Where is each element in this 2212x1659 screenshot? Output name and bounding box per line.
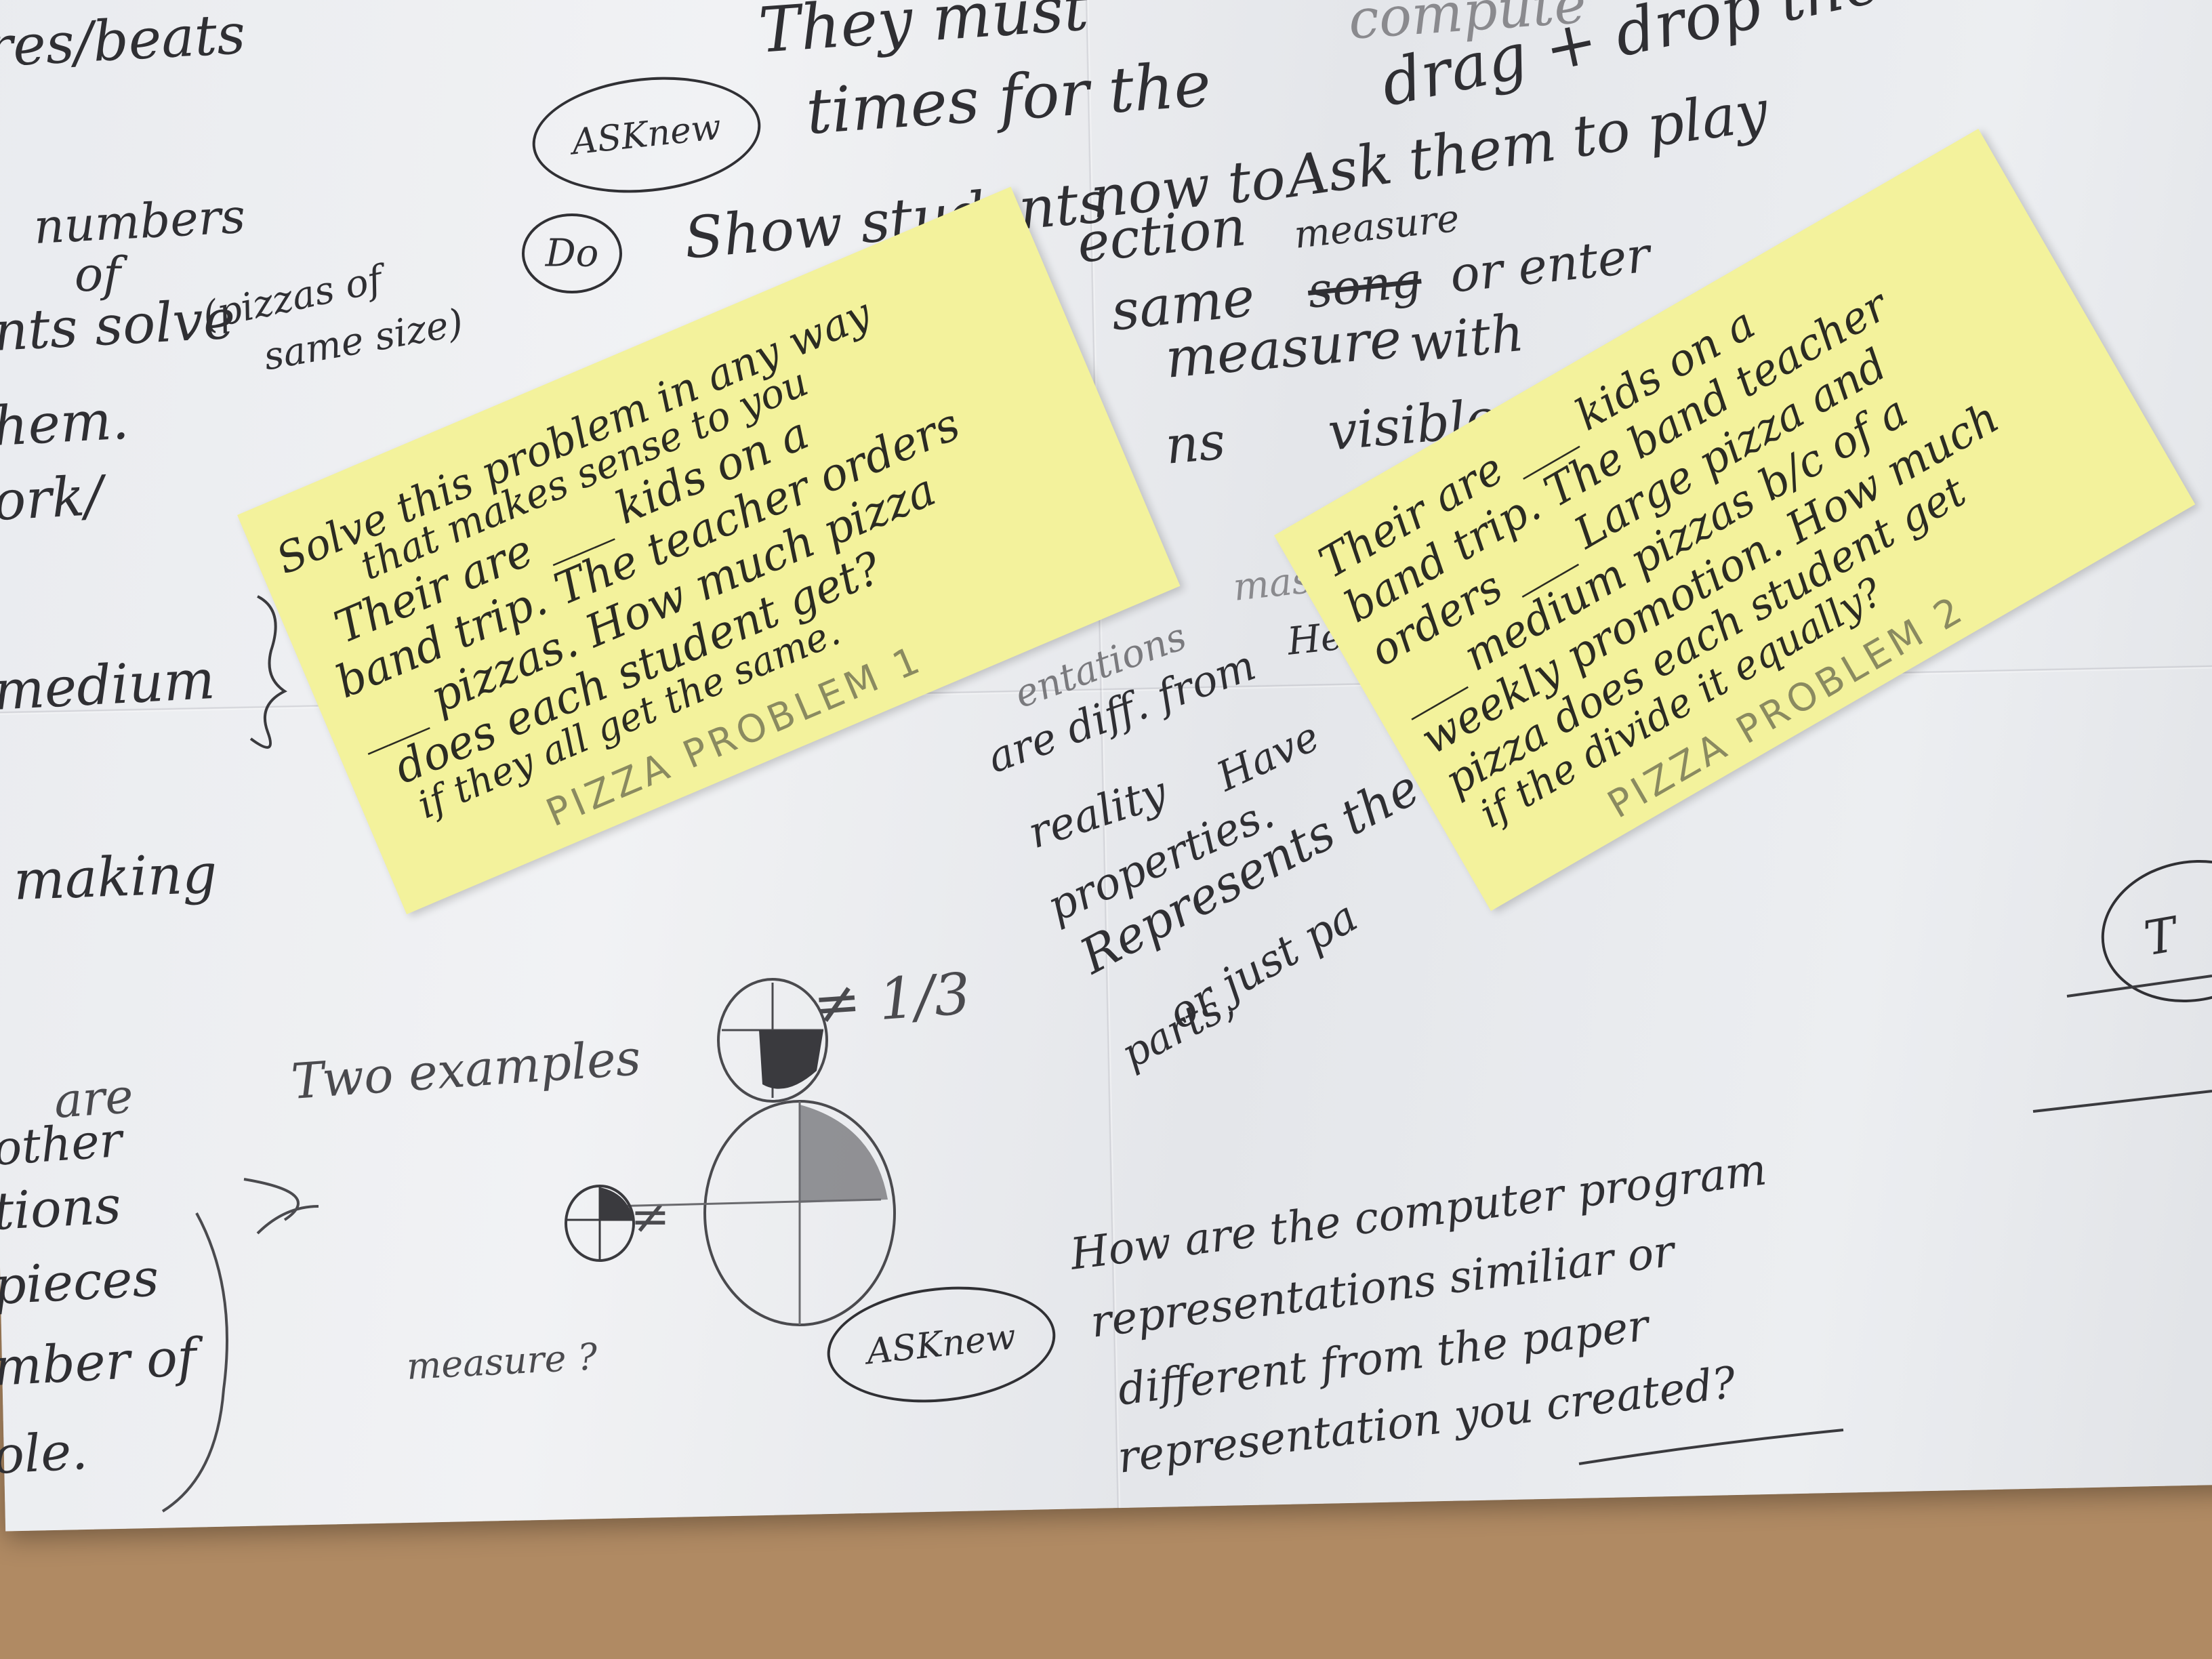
- shaded-piece: [759, 1030, 823, 1089]
- pen-line: [2032, 1090, 2212, 1113]
- pen-line: [2066, 975, 2212, 998]
- underline-sketch: [1578, 1429, 1844, 1465]
- arrow-sketch: [243, 1178, 319, 1235]
- note-text: ≠: [630, 1189, 670, 1244]
- note-text: of: [75, 247, 121, 302]
- brace-sketch: [249, 595, 287, 749]
- shaded-piece: [600, 1187, 634, 1220]
- circled-label: Do: [522, 213, 622, 293]
- arrow-sketch: [161, 1212, 228, 1513]
- shaded-piece: [800, 1105, 888, 1203]
- shape-sketch: [717, 978, 828, 1103]
